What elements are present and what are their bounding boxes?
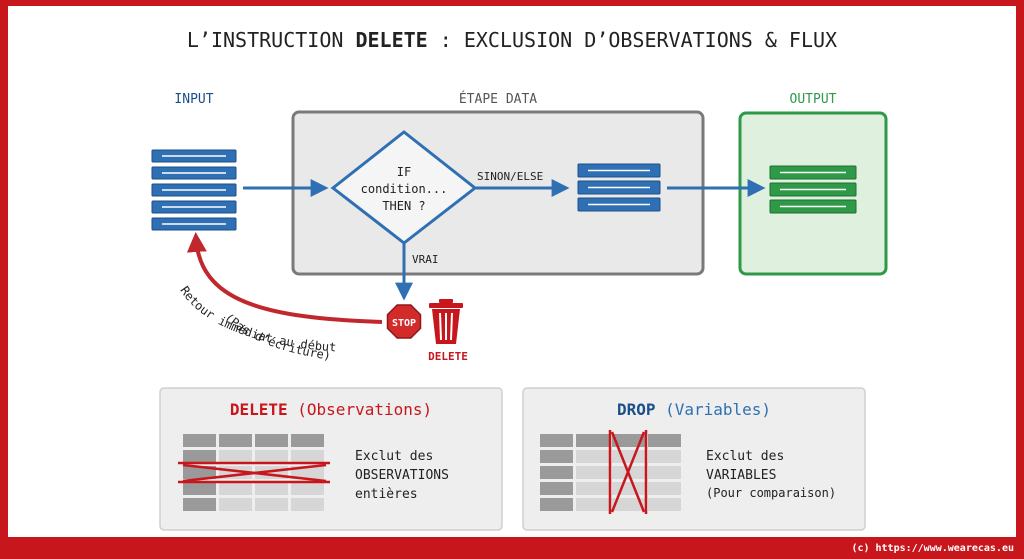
delete-icon-label: DELETE: [428, 350, 468, 363]
page-title: L’INSTRUCTION DELETE : EXCLUSION D’OBSER…: [187, 28, 837, 52]
drop-panel-keyword: DROP: [617, 400, 656, 419]
decision-line-1: IF: [397, 165, 411, 179]
output-label: OUTPUT: [790, 92, 837, 107]
delete-panel-title: DELETE (Observations): [230, 400, 432, 419]
delete-panel-line-1: Exclut des: [355, 449, 433, 464]
intermediate-dataset-icon: [577, 163, 661, 212]
delete-panel-table: [178, 434, 330, 511]
true-label: VRAI: [412, 253, 439, 266]
delete-panel-line-2: OBSERVATIONS: [355, 468, 449, 483]
drop-panel-title: DROP (Variables): [617, 400, 771, 419]
delete-panel-rest: (Observations): [288, 400, 433, 419]
delete-panel-line-3: entières: [355, 487, 418, 502]
title-suffix: : EXCLUSION D’OBSERVATIONS & FLUX: [428, 28, 837, 52]
delete-panel-keyword: DELETE: [230, 400, 288, 419]
output-dataset-icon: [769, 165, 857, 214]
title-prefix: L’INSTRUCTION: [187, 28, 356, 52]
title-keyword: DELETE: [355, 28, 427, 52]
footer-credit: (c) https://www.wearecas.eu: [851, 543, 1014, 554]
decision-line-2: condition...: [361, 182, 448, 196]
input-label: INPUT: [174, 92, 213, 107]
drop-panel-table: [540, 430, 681, 514]
trash-icon: [429, 299, 463, 344]
frame-right: [1016, 0, 1024, 559]
frame-left: [0, 0, 8, 559]
frame-top: [0, 0, 1024, 6]
drop-panel-rest: (Variables): [655, 400, 771, 419]
stop-label: STOP: [392, 318, 416, 329]
else-label: SINON/ELSE: [477, 170, 543, 183]
data-step-label: ÉTAPE DATA: [459, 91, 537, 107]
decision-line-3: THEN ?: [382, 199, 425, 213]
frame-bottom: [0, 537, 1024, 559]
decision-diamond: [330, 130, 478, 245]
drop-panel-line-2: VARIABLES: [706, 468, 776, 483]
stop-sign-icon: STOP: [386, 304, 422, 339]
return-arrow: [186, 232, 383, 324]
input-dataset-icon: [151, 149, 237, 231]
drop-panel-line-1: Exclut des: [706, 449, 784, 464]
drop-panel-line-3: (Pour comparaison): [706, 486, 836, 500]
